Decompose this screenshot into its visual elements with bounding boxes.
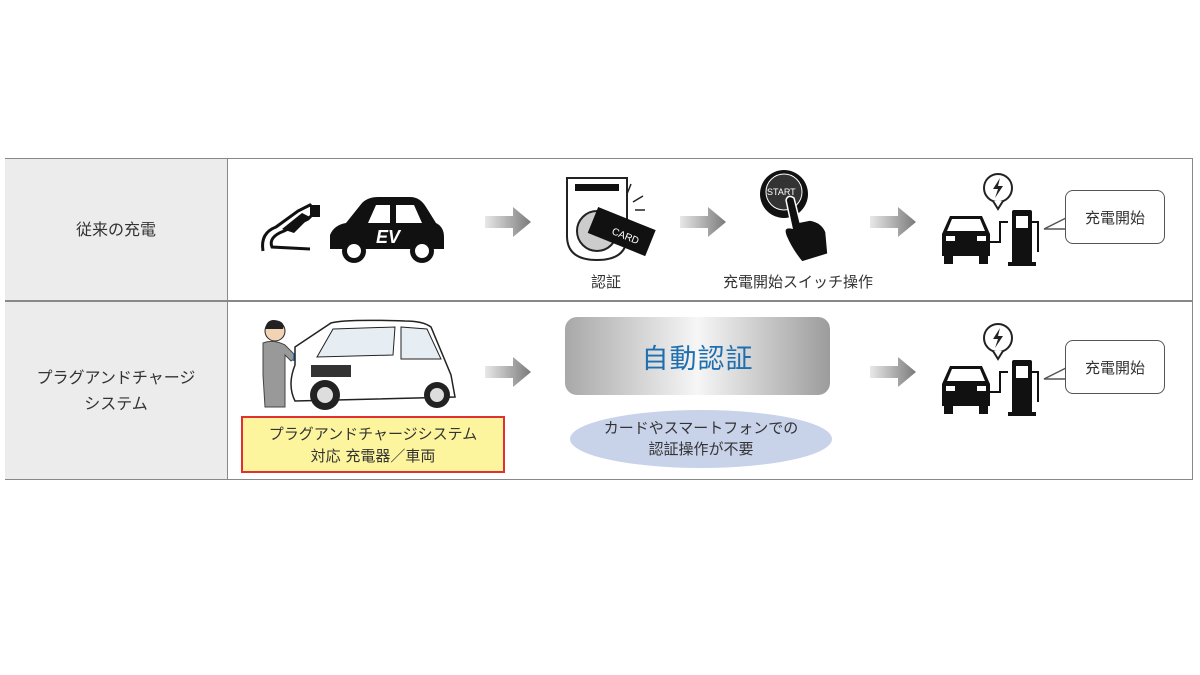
start-button-hand-icon: START	[760, 170, 829, 263]
speech-bubble-start-charging: 充電開始	[1065, 190, 1165, 244]
arrow-right-icon	[485, 357, 531, 387]
speech-bubble-start-charging: 充電開始	[1065, 340, 1165, 394]
auth-label: 認証	[590, 273, 621, 291]
box-line2: 対応 充電器／車両	[310, 447, 436, 465]
row-header-conventional: 従来の充電	[5, 159, 228, 300]
ev-text: EV	[376, 227, 402, 247]
auto-authentication-box: 自動認証	[565, 317, 830, 395]
arrow-right-icon	[485, 207, 531, 237]
ev-plug-car-icon: EV	[261, 197, 444, 263]
card-reader-icon: CARD	[566, 177, 656, 262]
arrow-right-icon	[870, 207, 916, 237]
row-header-line2: システム	[84, 393, 148, 413]
start-text: START	[767, 187, 796, 197]
row-divider	[5, 300, 1193, 302]
switch-operation-label: 充電開始スイッチ操作	[722, 273, 873, 291]
arrow-right-icon	[680, 207, 726, 237]
arrow-right-icon	[870, 357, 916, 387]
plug-and-charge-compatible-box: プラグアンドチャージシステム 対応 充電器／車両	[241, 416, 505, 473]
note-line2: 認証操作が不要	[648, 440, 754, 458]
no-auth-operation-note: カードやスマートフォンでの 認証操作が不要	[570, 410, 832, 468]
charging-station-icon	[938, 322, 1048, 417]
bubble-tail-icon	[1043, 366, 1069, 380]
person-charging-car-illustration	[262, 319, 456, 410]
box-line1: プラグアンドチャージシステム	[268, 425, 478, 443]
auto-auth-text: 自動認証	[641, 343, 754, 375]
bubble-text: 充電開始	[1084, 358, 1145, 377]
bubble-text: 充電開始	[1084, 208, 1145, 227]
row-header-plug-and-charge: プラグアンドチャージシステム	[5, 302, 228, 479]
charging-station-icon	[938, 172, 1048, 267]
row-header-text: 従来の充電	[75, 219, 156, 239]
note-line1: カードやスマートフォンでの	[603, 419, 799, 437]
bubble-tail-icon	[1043, 216, 1069, 230]
row-header-line1: プラグアンドチャージ	[36, 367, 196, 387]
